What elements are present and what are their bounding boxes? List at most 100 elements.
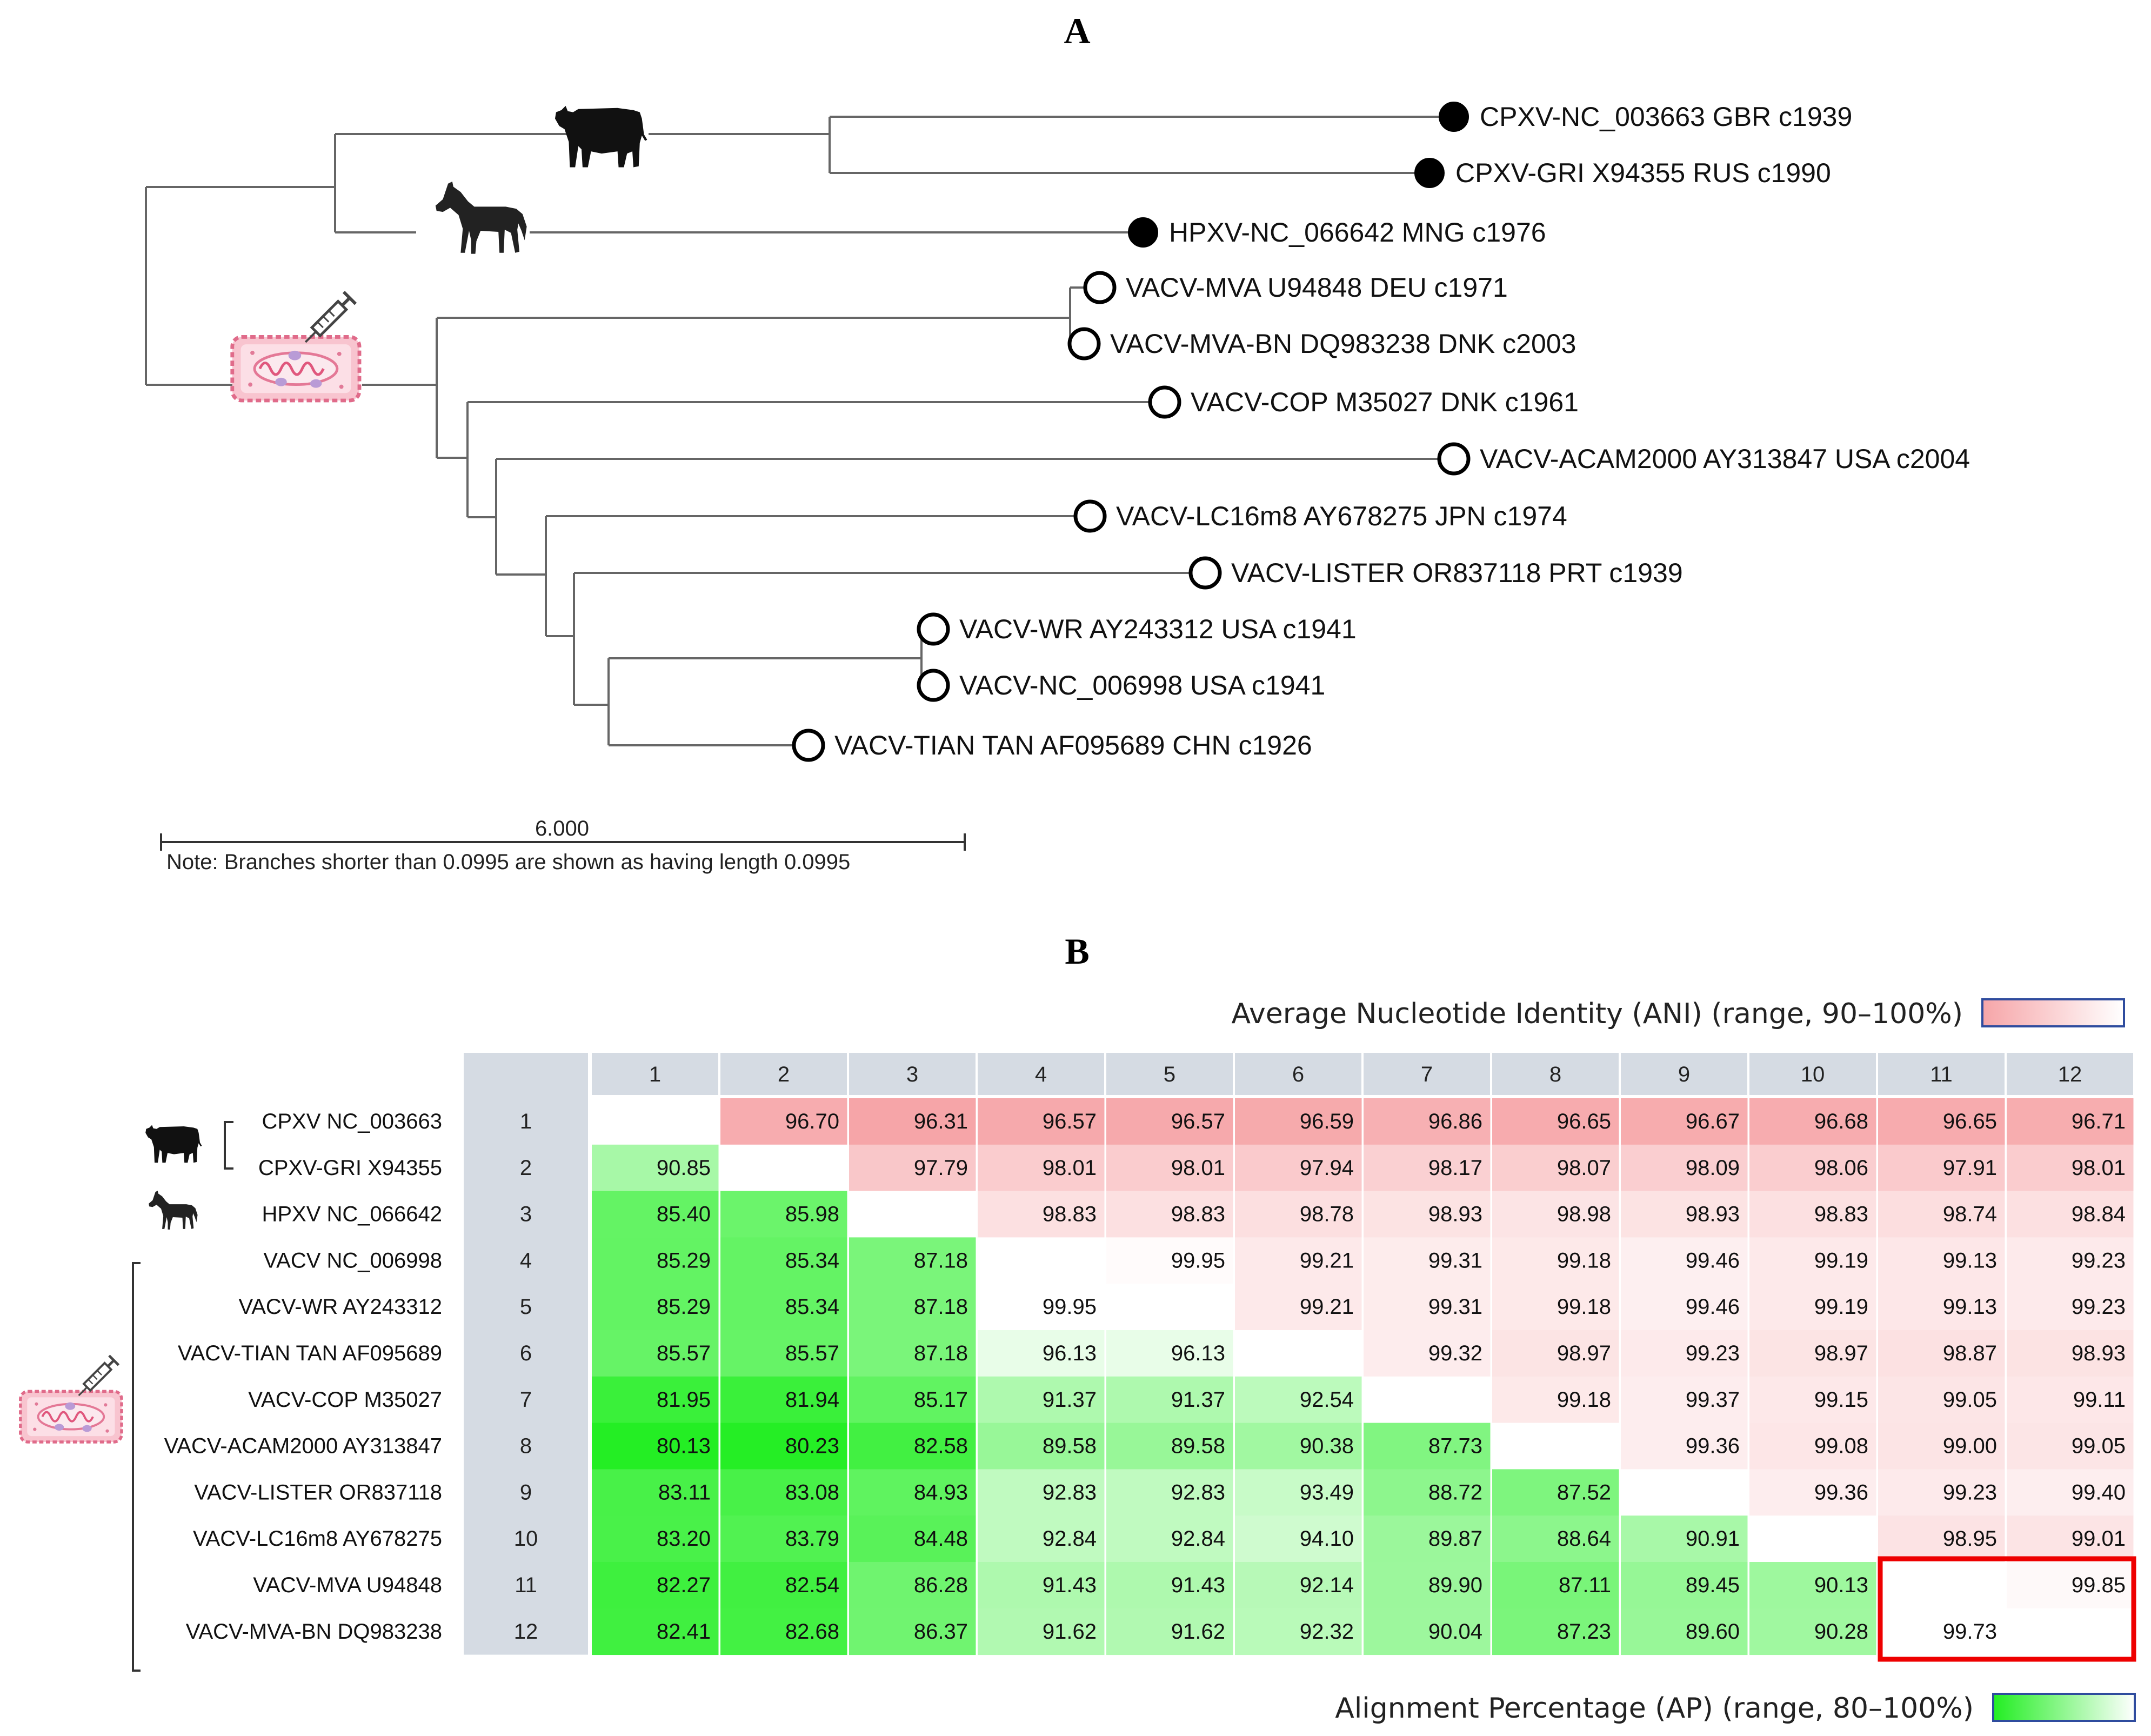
matrix-value: 92.54 xyxy=(1300,1388,1354,1412)
scale-bar xyxy=(160,833,966,851)
ap-cell xyxy=(849,1376,976,1424)
ani-cell xyxy=(1235,1144,1362,1192)
matrix-value: 99.95 xyxy=(1043,1295,1097,1319)
ap-cell xyxy=(849,1284,976,1331)
matrix-value: 87.23 xyxy=(1557,1620,1611,1644)
matrix-value: 99.23 xyxy=(1943,1480,1997,1504)
matrix-value: 99.18 xyxy=(1557,1295,1611,1319)
matrix-value: 85.98 xyxy=(785,1203,839,1226)
ap-cell xyxy=(1106,1330,1233,1377)
ap-cell xyxy=(1492,1562,1619,1609)
leaf-label: VACV-LC16m8 AY678275 JPN c1974 xyxy=(1116,501,1567,531)
matrix-value: 99.85 xyxy=(2072,1573,2126,1597)
column-header: 5 xyxy=(1164,1063,1175,1086)
ani-cell xyxy=(1621,1191,1748,1238)
matrix-value: 85.34 xyxy=(785,1295,839,1319)
matrix-value: 80.23 xyxy=(785,1434,839,1458)
matrix-value: 98.74 xyxy=(1943,1203,1997,1226)
ani-cell xyxy=(1621,1376,1748,1424)
open-leaf-marker xyxy=(1148,385,1181,419)
matrix-value: 96.65 xyxy=(1943,1110,1997,1133)
matrix-value: 98.06 xyxy=(1814,1156,1868,1180)
matrix-value: 90.85 xyxy=(657,1156,711,1180)
matrix-value: 98.93 xyxy=(1686,1203,1740,1226)
ani-cell xyxy=(1492,1237,1619,1284)
column-header-cell xyxy=(1364,1053,1490,1095)
matrix-value: 89.45 xyxy=(1686,1573,1740,1597)
row-index: 1 xyxy=(520,1110,532,1133)
ani-cell xyxy=(1749,1144,1876,1192)
row-index: 12 xyxy=(514,1620,538,1644)
ani-cell xyxy=(1878,1144,2005,1192)
ap-cell xyxy=(720,1562,847,1609)
row-index: 2 xyxy=(520,1156,532,1180)
matrix-value: 96.86 xyxy=(1428,1110,1482,1133)
matrix-value: 82.54 xyxy=(785,1573,839,1597)
matrix-value: 89.87 xyxy=(1428,1527,1482,1551)
column-header: 10 xyxy=(1801,1063,1825,1086)
ap-cell xyxy=(592,1515,719,1563)
ani-cell xyxy=(1364,1144,1491,1192)
matrix-value: 96.57 xyxy=(1171,1110,1225,1133)
column-header: 11 xyxy=(1930,1063,1953,1086)
matrix-value: 98.07 xyxy=(1557,1156,1611,1180)
ap-cell xyxy=(1235,1608,1362,1655)
ani-cell xyxy=(1106,1098,1233,1145)
row-index: 8 xyxy=(520,1434,532,1458)
ap-cell xyxy=(1106,1515,1233,1563)
matrix-value: 80.13 xyxy=(657,1434,711,1458)
matrix-value: 99.11 xyxy=(2073,1388,2126,1412)
cow-icon xyxy=(145,1125,202,1163)
panel-a: A xyxy=(145,10,1970,874)
ani-cell xyxy=(1492,1284,1619,1331)
column-header-cell xyxy=(1621,1053,1747,1095)
ani-cell xyxy=(2007,1191,2134,1238)
row-index: 10 xyxy=(514,1527,538,1551)
matrix-value: 87.18 xyxy=(914,1248,968,1272)
ap-cell xyxy=(849,1330,976,1377)
horse-icon xyxy=(149,1191,198,1230)
matrix-value: 90.28 xyxy=(1814,1620,1868,1644)
ani-cell xyxy=(1235,1098,1362,1145)
ap-cell xyxy=(592,1423,719,1470)
ani-cell xyxy=(1878,1330,2005,1377)
matrix-value: 82.27 xyxy=(657,1573,711,1597)
ap-cell xyxy=(1621,1562,1748,1609)
ani-cell xyxy=(1364,1191,1491,1238)
diagonal-cell xyxy=(849,1191,976,1238)
matrix-value: 92.83 xyxy=(1171,1480,1225,1504)
matrix-value: 82.68 xyxy=(785,1620,839,1644)
matrix-value: 99.95 xyxy=(1171,1248,1225,1272)
ap-cell xyxy=(1621,1608,1748,1655)
column-header: 9 xyxy=(1678,1063,1690,1086)
ani-cell xyxy=(1878,1237,2005,1284)
ani-cell xyxy=(1364,1098,1491,1145)
matrix-value: 92.83 xyxy=(1043,1480,1097,1504)
row-name: VACV-COP M35027 xyxy=(248,1388,442,1412)
ani-cell xyxy=(1235,1237,1362,1284)
row-name: VACV-LC16m8 AY678275 xyxy=(193,1527,442,1551)
matrix-value: 81.94 xyxy=(785,1388,839,1412)
matrix-value: 89.90 xyxy=(1428,1573,1482,1597)
ani-cell xyxy=(1621,1144,1748,1192)
ani-cell xyxy=(1492,1330,1619,1377)
matrix-value: 98.01 xyxy=(1043,1156,1097,1180)
ap-cell xyxy=(1364,1423,1491,1470)
matrix-value: 91.62 xyxy=(1043,1620,1097,1644)
row-index: 11 xyxy=(515,1573,537,1597)
matrix-value: 87.18 xyxy=(914,1295,968,1319)
matrix-value: 90.13 xyxy=(1814,1573,1868,1597)
matrix-value: 87.11 xyxy=(1559,1573,1611,1597)
ap-cell xyxy=(978,1562,1105,1609)
row-name: VACV-TIAN TAN AF095689 xyxy=(178,1341,442,1365)
ani-cell xyxy=(1106,1191,1233,1238)
ani-cell xyxy=(1492,1376,1619,1424)
matrix-value: 92.84 xyxy=(1043,1527,1097,1551)
open-leaf-marker xyxy=(1188,556,1222,590)
matrix-value: 98.97 xyxy=(1814,1341,1868,1365)
ani-cell xyxy=(1878,1284,2005,1331)
ani-cell xyxy=(1621,1098,1748,1145)
column-header-cell xyxy=(1749,1053,1876,1095)
ap-cell xyxy=(592,1330,719,1377)
matrix-value: 91.37 xyxy=(1171,1388,1225,1412)
